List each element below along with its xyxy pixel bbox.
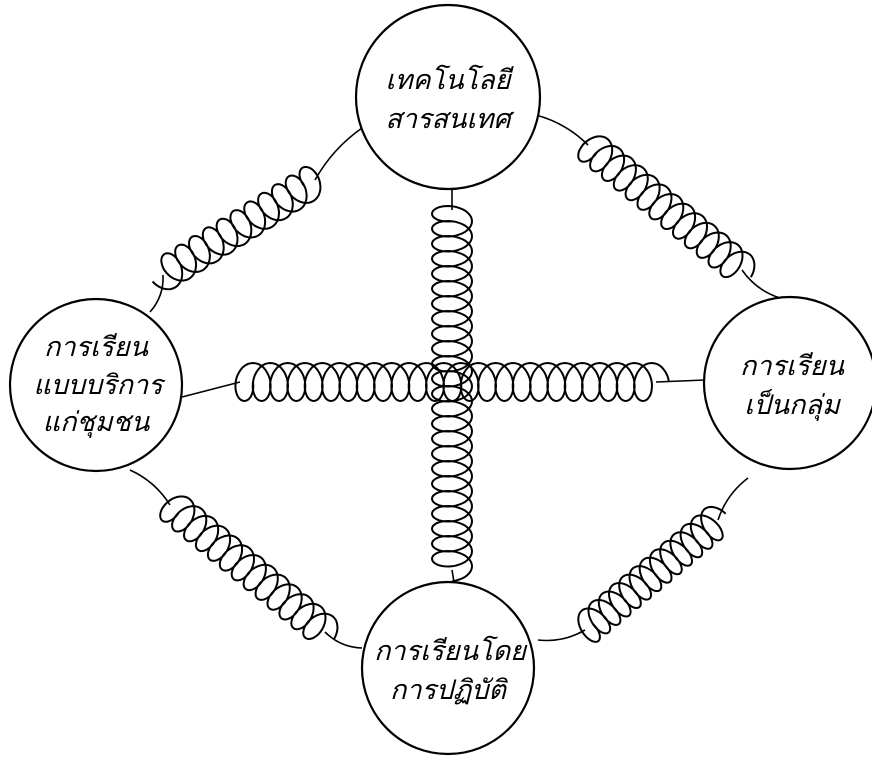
spring-top-left	[149, 127, 363, 313]
spring-top-left-connector-end	[149, 274, 164, 313]
node-service-learning-line-1: การเรียน	[44, 332, 150, 363]
node-practice-learning: การเรียนโดย การปฏิบัติ	[360, 580, 536, 756]
spring-top-right-connector-start	[535, 114, 589, 146]
node-practice-learning-line-2: การปฏิบัติ	[390, 675, 508, 706]
node-it: เทคโนโลยี สารสนเทศ	[354, 3, 542, 191]
node-practice-learning-circle	[360, 580, 536, 756]
springs-layer	[129, 114, 781, 649]
node-service-learning: การเรียน แบบบริการ แก่ชุมชน	[8, 297, 184, 473]
node-group-learning-line-1: การเรียน	[740, 351, 846, 382]
spring-horizontal-connector-start	[181, 381, 241, 398]
spring-vertical-connector-end	[451, 569, 455, 583]
spring-bottom-left-connector-end	[324, 631, 363, 649]
spring-bottom-right	[537, 477, 749, 643]
spring-bottom-right-connector-start	[537, 629, 586, 642]
node-group-learning: การเรียน เป็นกลุ่ม	[702, 295, 872, 471]
node-it-circle	[354, 3, 542, 191]
node-it-line-1: เทคโนโลยี	[386, 64, 515, 96]
node-service-learning-line-3: แก่ชุมชน	[43, 407, 151, 439]
node-it-line-2: สารสนเทศ	[385, 104, 514, 135]
nodes-layer: เทคโนโลยี สารสนเทศ การเรียน แบบบริการ แก…	[8, 3, 872, 756]
spring-vertical	[430, 190, 474, 583]
spring-bottom-right-connector-end	[717, 477, 749, 521]
spring-top-right-coil	[577, 135, 756, 279]
spring-horizontal-coil	[234, 361, 670, 403]
node-group-learning-line-2: เป็นกลุ่ม	[744, 389, 841, 422]
node-practice-learning-line-1: การเรียนโดย	[374, 635, 528, 667]
spring-top-left-connector-start	[314, 127, 363, 181]
spring-top-right-connector-end	[741, 269, 781, 299]
node-service-learning-line-2: แบบบริการ	[33, 370, 166, 401]
spring-bottom-right-coil	[577, 505, 727, 643]
spring-vertical-coil	[430, 204, 474, 583]
spring-horizontal-connector-end	[655, 379, 706, 383]
spring-top-right	[535, 114, 781, 299]
spring-horizontal	[181, 361, 706, 403]
node-service-learning-circle	[8, 297, 184, 473]
node-group-learning-circle	[702, 295, 872, 471]
spring-top-left-coil	[151, 165, 322, 291]
spring-bottom-left-coil	[159, 495, 339, 641]
spring-bottom-left-connector-start	[129, 469, 171, 506]
spring-bottom-left	[129, 469, 363, 649]
